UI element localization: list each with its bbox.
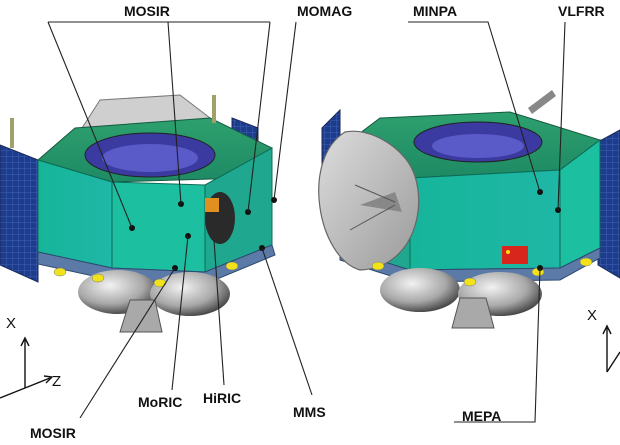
label-mms: MMS — [293, 404, 326, 420]
leader-lines — [47, 21, 566, 423]
label-minpa: MINPA — [413, 3, 458, 19]
axis-label-left-z: Z — [52, 373, 62, 390]
left-solar-panel — [0, 144, 39, 283]
high-gain-dish — [318, 130, 420, 271]
label-moric: MoRIC — [138, 394, 183, 410]
flag — [502, 246, 528, 264]
left-orbiter — [0, 94, 277, 333]
right-axes — [602, 324, 620, 373]
label-mosir-top: MOSIR — [124, 3, 170, 19]
axis-label-right-x: X — [587, 307, 598, 324]
right-solar-panel — [597, 129, 620, 279]
label-mepa: MEPA — [462, 408, 502, 424]
left-tank-2 — [150, 272, 230, 316]
label-mosir-bottom: MOSIR — [30, 425, 76, 441]
label-momag: MOMAG — [297, 3, 353, 19]
left-front-face-2 — [111, 181, 206, 273]
label-vlfrr: VLFRR — [558, 3, 605, 19]
axis-label-left-x: X — [6, 315, 17, 332]
label-hiric: HiRIC — [203, 390, 242, 406]
right-nozzle — [451, 297, 495, 329]
right-orbiter — [318, 90, 620, 329]
left-axes — [0, 336, 54, 399]
right-tank-1 — [380, 268, 460, 312]
left-nozzle — [119, 299, 163, 333]
